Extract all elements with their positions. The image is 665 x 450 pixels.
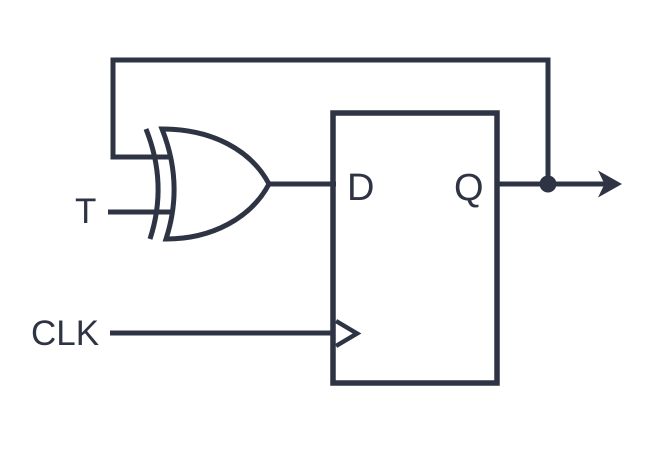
- feedback-wire: [110, 57, 551, 184]
- q-pin-label: Q: [454, 167, 484, 209]
- d-flip-flop-body: [330, 110, 500, 386]
- output-arrowhead-icon: [598, 170, 622, 198]
- circuit-strokes: [108, 57, 622, 386]
- xor-gate-body: [158, 126, 272, 242]
- xor-input-arc: [143, 128, 161, 240]
- junction-dot: [539, 175, 557, 193]
- t-label: T: [75, 192, 96, 231]
- circuit-labels: T CLK D Q: [31, 167, 484, 353]
- clk-label: CLK: [31, 314, 99, 353]
- d-pin-label: D: [347, 167, 374, 209]
- clock-triangle-icon: [334, 319, 362, 348]
